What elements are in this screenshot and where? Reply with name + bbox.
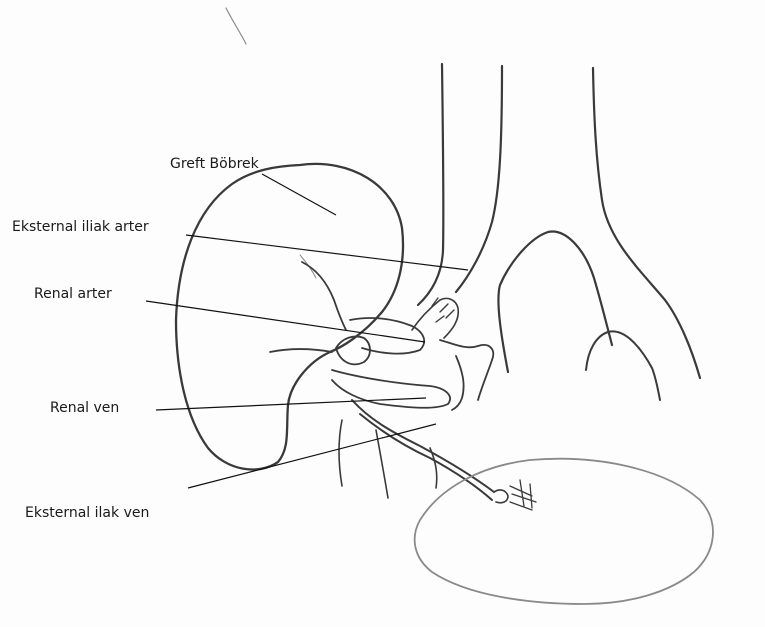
leader-greft [262, 174, 336, 215]
graft-kidney-outline [176, 164, 403, 470]
leader-ra [146, 301, 425, 342]
iliac-vein-upper [440, 340, 493, 400]
aorta-left-wall [418, 64, 443, 305]
stray-mark [226, 8, 246, 44]
iliac-vein-segment [452, 356, 464, 410]
ureter-stub [302, 262, 346, 330]
label-renal-vein: Renal ven [50, 400, 119, 416]
leader-eia [186, 235, 468, 270]
label-graft-kidney: Greft Böbrek [170, 156, 259, 172]
aorta-mid-wall [456, 66, 502, 292]
vein-suture-marks [510, 480, 536, 510]
renal-vein-vessel [332, 370, 450, 408]
label-external-iliac-vein: Eksternal ilak ven [25, 505, 149, 521]
lower-vessel-line [376, 430, 388, 498]
hilum-line [270, 349, 332, 352]
iliac-bifurcation [498, 232, 612, 372]
label-external-iliac-artery: Eksternal iliak arter [12, 219, 149, 235]
lower-vessel-line [339, 420, 342, 486]
leader-eiv [188, 424, 436, 488]
label-renal-artery: Renal arter [34, 286, 112, 302]
renal-artery-ring [336, 336, 370, 364]
iliac-branch [586, 331, 660, 400]
bladder-outline [415, 459, 713, 604]
renal-artery-vessel [350, 318, 424, 354]
suture-marks [432, 298, 454, 322]
external-iliac-vein-upper-wall [352, 400, 494, 492]
vein-end-cap [494, 490, 508, 503]
